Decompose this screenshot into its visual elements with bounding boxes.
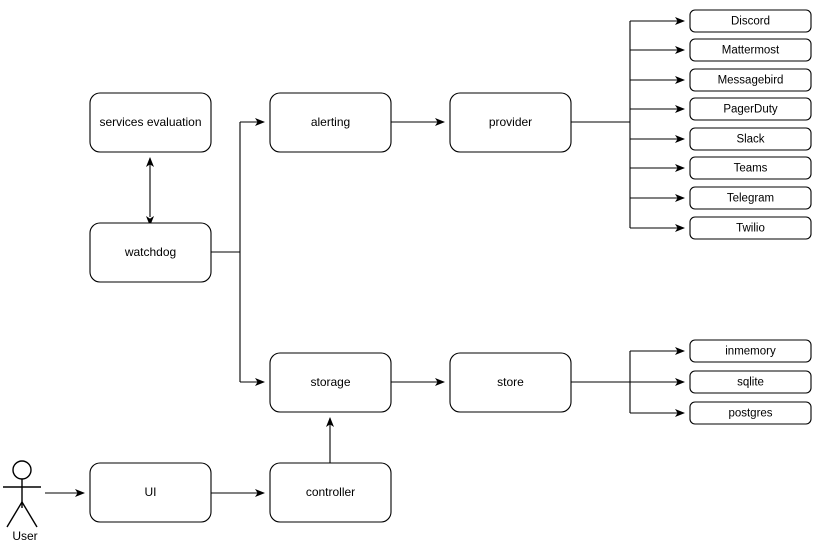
node-box-slack[interactable] xyxy=(689,127,812,151)
node-postgres[interactable]: postgres xyxy=(689,401,812,425)
node-store[interactable]: store xyxy=(449,352,572,413)
node-label-slack: Slack xyxy=(736,134,764,146)
node-label-alerting: alerting xyxy=(311,115,350,129)
node-label-telegram: Telegram xyxy=(727,193,774,205)
node-discord[interactable]: Discord xyxy=(689,9,812,33)
actor-head-icon xyxy=(12,460,32,480)
node-watchdog[interactable]: watchdog xyxy=(89,222,212,283)
node-label-ui: UI xyxy=(145,485,157,499)
node-label-discord: Discord xyxy=(731,16,770,28)
node-box-ui[interactable] xyxy=(89,462,212,523)
node-twilio[interactable]: Twilio xyxy=(689,216,812,240)
node-label-provider: provider xyxy=(489,115,532,129)
node-box-telegram[interactable] xyxy=(689,186,812,210)
node-box-messagebird[interactable] xyxy=(689,68,812,92)
node-inmemory[interactable]: inmemory xyxy=(689,339,812,363)
node-sqlite[interactable]: sqlite xyxy=(689,370,812,394)
node-label-twilio: Twilio xyxy=(736,223,765,235)
node-storage[interactable]: storage xyxy=(269,352,392,413)
node-label-watchdog: watchdog xyxy=(124,245,176,259)
node-box-pagerduty[interactable] xyxy=(689,97,812,121)
node-label-pagerduty: PagerDuty xyxy=(723,104,778,116)
node-label-services-evaluation: services evaluation xyxy=(99,115,201,129)
node-box-teams[interactable] xyxy=(689,156,812,180)
node-label-messagebird: Messagebird xyxy=(718,75,784,87)
node-box-postgres[interactable] xyxy=(689,401,812,425)
node-label-storage: storage xyxy=(310,375,350,389)
node-telegram[interactable]: Telegram xyxy=(689,186,812,210)
node-services-evaluation[interactable]: services evaluation xyxy=(89,92,212,153)
node-provider[interactable]: provider xyxy=(449,92,572,153)
node-box-discord[interactable] xyxy=(689,9,812,33)
edge-watchdog-trunk xyxy=(211,122,241,382)
node-ui[interactable]: UI xyxy=(89,462,212,523)
node-box-twilio[interactable] xyxy=(689,216,812,240)
node-slack[interactable]: Slack xyxy=(689,127,812,151)
node-teams[interactable]: Teams xyxy=(689,156,812,180)
node-label-postgres: postgres xyxy=(728,408,772,420)
node-box-sqlite[interactable] xyxy=(689,370,812,394)
node-box-mattermost[interactable] xyxy=(689,38,812,62)
actor-user: User xyxy=(3,460,41,543)
nodes-layer: services evaluation watchdog alerting provi… xyxy=(89,9,812,523)
node-label-teams: Teams xyxy=(734,163,768,175)
node-box-storage[interactable] xyxy=(269,352,392,413)
edge-provider-trunk xyxy=(571,21,631,228)
node-alerting[interactable]: alerting xyxy=(269,92,392,153)
node-label-mattermost: Mattermost xyxy=(722,45,780,57)
actor-label: User xyxy=(12,529,37,543)
node-box-watchdog[interactable] xyxy=(89,222,212,283)
node-label-inmemory: inmemory xyxy=(725,346,776,358)
node-box-services-evaluation[interactable] xyxy=(89,92,212,153)
node-pagerduty[interactable]: PagerDuty xyxy=(689,97,812,121)
node-label-store: store xyxy=(497,375,524,389)
edges-layer xyxy=(45,17,685,497)
node-box-store[interactable] xyxy=(449,352,572,413)
edge-store-trunk xyxy=(571,351,631,413)
node-box-provider[interactable] xyxy=(449,92,572,153)
actor-leg-left xyxy=(6,501,23,528)
node-box-inmemory[interactable] xyxy=(689,339,812,363)
actor-leg-right xyxy=(21,501,38,528)
node-label-controller: controller xyxy=(306,485,355,499)
node-mattermost[interactable]: Mattermost xyxy=(689,38,812,62)
node-messagebird[interactable]: Messagebird xyxy=(689,68,812,92)
node-box-alerting[interactable] xyxy=(269,92,392,153)
node-box-controller[interactable] xyxy=(269,462,392,523)
node-label-sqlite: sqlite xyxy=(737,377,764,389)
node-controller[interactable]: controller xyxy=(269,462,392,523)
